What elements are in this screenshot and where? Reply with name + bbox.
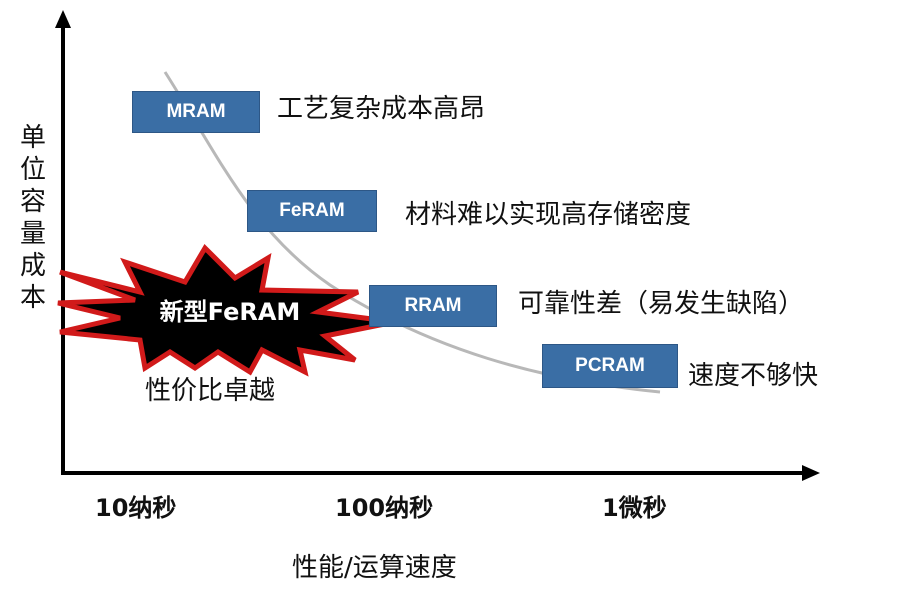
y-axis-label: 单位容量成本 — [19, 123, 46, 313]
tech-note-feram: 材料难以实现高存储密度 — [405, 200, 692, 230]
x-tick-100ns: 100纳秒 — [335, 494, 434, 522]
highlight-note: 性价比卓越 — [145, 376, 276, 406]
x-tick-1us: 1微秒 — [602, 494, 667, 522]
starburst-highlight — [57, 243, 396, 377]
x-axis-label: 性能/运算速度 — [292, 553, 457, 583]
tech-box-mram: MRAM — [132, 91, 260, 133]
tech-note-pcram: 速度不够快 — [688, 361, 819, 391]
tech-box-feram: FeRAM — [247, 190, 377, 232]
tech-box-rram: RRAM — [369, 285, 497, 327]
tech-note-rram: 可靠性差（易发生缺陷） — [518, 289, 805, 319]
y-axis-arrow — [55, 10, 71, 28]
highlight-label: 新型FeRAM — [159, 298, 301, 326]
x-tick-10ns: 10纳秒 — [95, 494, 177, 522]
tech-note-mram: 工艺复杂成本高昂 — [277, 94, 486, 124]
x-axis-arrow — [802, 465, 820, 481]
tech-box-pcram: PCRAM — [542, 344, 678, 388]
